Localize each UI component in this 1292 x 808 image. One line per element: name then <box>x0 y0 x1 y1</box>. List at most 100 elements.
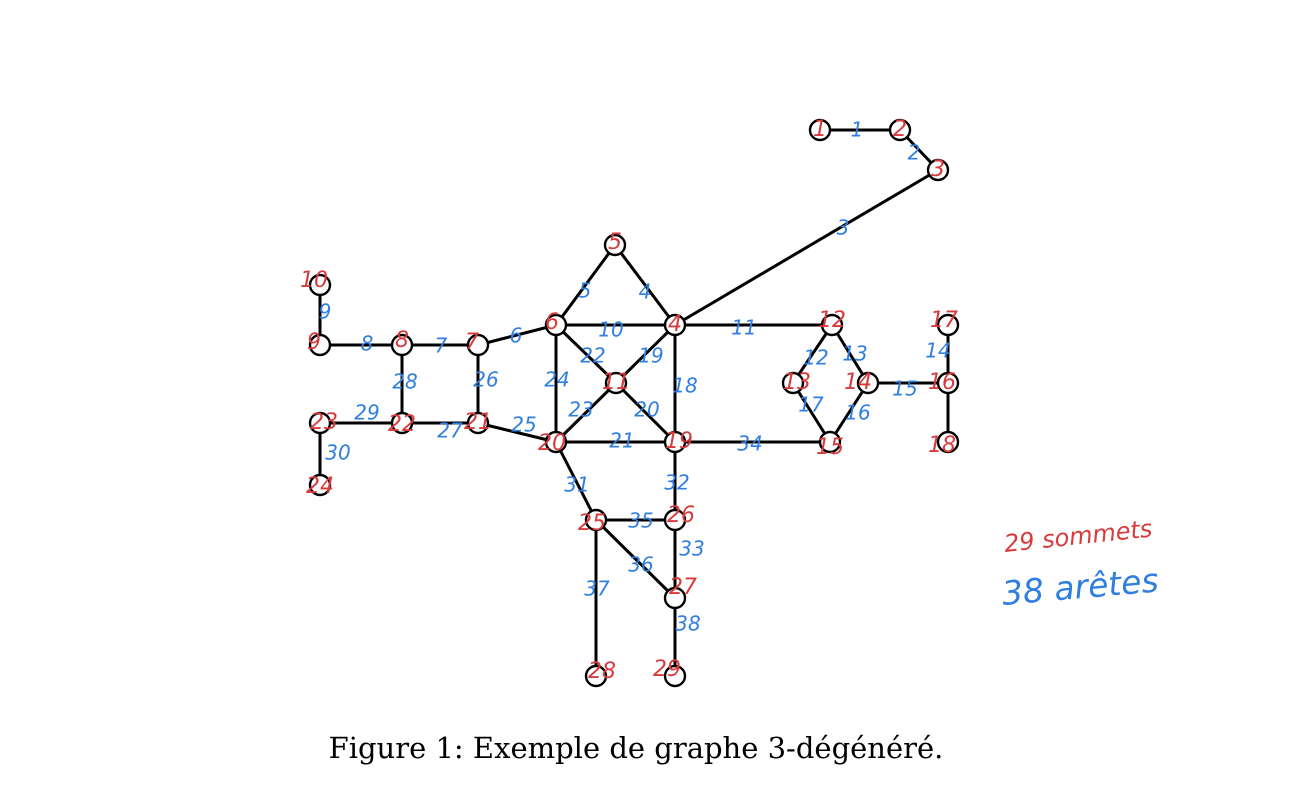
edge-label-34: 34 <box>737 432 762 456</box>
edge-25-27 <box>594 518 677 600</box>
edge-label-30: 30 <box>325 441 350 465</box>
vertex-label-8: 8 <box>395 328 409 353</box>
vertex-1 <box>808 118 832 142</box>
edge-5-6 <box>554 243 617 327</box>
vertex-29 <box>663 664 687 688</box>
edges-count-note: 38 arêtes <box>1000 560 1160 613</box>
edge-3-4 <box>673 168 940 327</box>
vertex-26 <box>663 508 687 532</box>
vertex-10 <box>308 273 332 297</box>
edge-label-32: 32 <box>664 471 689 495</box>
edge-label-9: 9 <box>319 300 332 324</box>
vertex-label-9: 9 <box>307 330 321 355</box>
vertex-22 <box>390 411 414 435</box>
edge-6-11 <box>554 323 618 385</box>
node-layer <box>308 118 960 688</box>
vertex-label-14: 14 <box>844 370 872 395</box>
edge-20-25 <box>554 440 598 522</box>
edge-label-16: 16 <box>845 401 870 425</box>
edge-label-11: 11 <box>731 316 756 340</box>
vertex-label-29: 29 <box>653 657 681 682</box>
edge-label-31: 31 <box>564 473 589 497</box>
vertex-label-25: 25 <box>578 511 606 536</box>
edge-4-11 <box>614 323 677 385</box>
vertex-23 <box>308 411 332 435</box>
edge-label-18: 18 <box>672 374 697 398</box>
vertex-label-23: 23 <box>310 410 338 435</box>
edge-label-26: 26 <box>473 368 498 392</box>
vertex-label-26: 26 <box>667 503 695 528</box>
edge-label-14: 14 <box>925 339 950 363</box>
edge-11-19 <box>614 381 677 444</box>
edge-label-33: 33 <box>679 537 704 561</box>
vertex-6 <box>544 313 568 337</box>
vertex-label-27: 27 <box>669 575 697 600</box>
vertex-3 <box>926 158 950 182</box>
vertex-label-11: 11 <box>602 370 630 395</box>
vertex-25 <box>584 508 608 532</box>
vertices-count-note: 29 sommets <box>1003 515 1154 558</box>
edge-label-25: 25 <box>511 413 536 437</box>
vertex-7 <box>466 333 490 357</box>
edge-label-38: 38 <box>675 612 700 636</box>
vertex-label-7: 7 <box>465 330 479 355</box>
edge-label-10: 10 <box>598 318 623 342</box>
vertex-16 <box>936 371 960 395</box>
vertex-11 <box>604 371 628 395</box>
vertex-24 <box>308 473 332 497</box>
vertex-label-4: 4 <box>668 312 682 337</box>
edge-label-19: 19 <box>638 344 663 368</box>
vertex-label-6: 6 <box>545 310 559 335</box>
vertex-15 <box>818 430 842 454</box>
vertex-label-13: 13 <box>783 370 811 395</box>
vertex-label-21: 21 <box>464 410 492 435</box>
vertex-label-22: 22 <box>388 412 416 437</box>
edge-13-15 <box>791 381 832 444</box>
vertex-12 <box>820 313 844 337</box>
edge-label-23: 23 <box>568 398 593 422</box>
vertex-9 <box>308 333 332 357</box>
edge-label-36: 36 <box>628 553 653 577</box>
edge-20-11 <box>554 381 618 444</box>
edge-label-5: 5 <box>579 279 592 303</box>
vertex-label-17: 17 <box>930 308 958 333</box>
edge-label-7: 7 <box>435 334 448 358</box>
vertex-label-2: 2 <box>893 117 907 142</box>
vertex-label-16: 16 <box>928 370 956 395</box>
vertex-4 <box>663 313 687 337</box>
edge-label-1: 1 <box>851 118 864 142</box>
edge-label-12: 12 <box>803 346 828 370</box>
vertex-label-1: 1 <box>813 117 827 142</box>
vertex-label-24: 24 <box>306 474 334 499</box>
edge-label-28: 28 <box>392 370 417 394</box>
edge-14-15 <box>828 381 870 444</box>
edge-6-7 <box>476 323 558 347</box>
vertex-label-12: 12 <box>818 308 846 333</box>
edge-label-13: 13 <box>842 342 867 366</box>
vertex-label-15: 15 <box>816 435 844 460</box>
vertex-8 <box>390 333 414 357</box>
edge-label-15: 15 <box>892 377 917 401</box>
vertex-13 <box>781 371 805 395</box>
edge-5-4 <box>613 243 677 327</box>
vertex-27 <box>663 586 687 610</box>
edge-12-14 <box>830 323 870 385</box>
figure-caption: Figure 1: Exemple de graphe 3-dégénéré. <box>329 731 944 765</box>
vertex-18 <box>936 430 960 454</box>
vertex-17 <box>936 313 960 337</box>
vertex-20 <box>544 430 568 454</box>
edge-label-2: 2 <box>908 141 921 165</box>
vertex-label-3: 3 <box>931 157 945 182</box>
vertex-2 <box>888 118 912 142</box>
edge-21-20 <box>476 421 558 444</box>
vertex-label-20: 20 <box>538 431 566 456</box>
edge-label-24: 24 <box>544 368 569 392</box>
edge-label-17: 17 <box>798 393 824 417</box>
vertex-21 <box>466 411 490 435</box>
edge-label-4: 4 <box>639 280 652 304</box>
edge-label-8: 8 <box>361 332 374 356</box>
vertex-label-28: 28 <box>588 659 616 684</box>
